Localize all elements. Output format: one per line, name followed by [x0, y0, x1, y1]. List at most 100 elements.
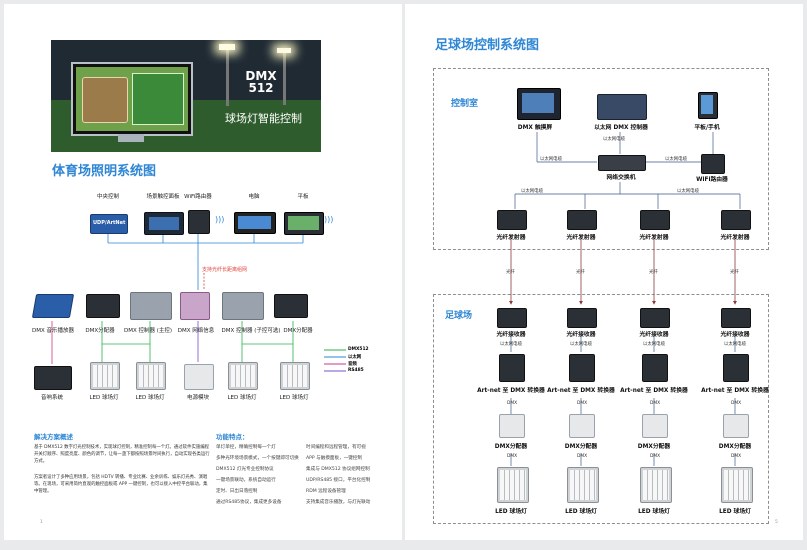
fiber-tx-device-4 [721, 210, 751, 230]
led-lamp-1 [90, 362, 120, 390]
router-label: WiFi路由器 [696, 177, 728, 183]
splitter-label-2: DMX分配器 [564, 444, 598, 450]
feature-item: 支持集成音乐播放，与灯光联动 [306, 500, 371, 505]
field-lamp-1 [497, 467, 529, 503]
lamp-label-1: LED 球场灯 [495, 509, 527, 515]
feature-item: 通过RS485协议，集成更多设备 [216, 500, 282, 505]
feature-item: 时间编程和远程管理，有可视 [306, 445, 366, 450]
dmx-touchscreen-device [517, 88, 561, 120]
features-column-2: 时间编程和远程管理，有可视 APP 与触摸面板，一键控制 集成与 DMX512 … [306, 444, 398, 510]
eth-cable-label-1: 以太网电缆 [603, 137, 625, 142]
mid-device-label-2: DMX 控制器 (主控) [123, 328, 173, 334]
fiber-rx-label-1: 光纤接收器 [496, 332, 526, 338]
mid-device-label-4: DMX 控制器 (子控可选) [221, 328, 281, 334]
fiber-rx-label-2: 光纤接收器 [566, 332, 596, 338]
bottom-device-label-3: 电源模块 [186, 395, 209, 401]
power-module-device [184, 364, 214, 390]
wifi-icon-1: ))) [215, 215, 225, 224]
wifi-router-device [188, 210, 210, 234]
top-device-label-2: WiFi路由器 [184, 194, 212, 200]
features-column-1: 单灯单控，精确控制每一个灯 多种光环境场景模式，一个按键即可切换 DMX512 … [216, 444, 308, 510]
eth-controller-label: 以太网 DMX 控制器 [594, 125, 648, 131]
splitter-label-4: DMX分配器 [718, 444, 752, 450]
network-switch-device [598, 155, 646, 171]
switch-label: 网络交换机 [606, 175, 636, 181]
feature-item: 集成与 DMX512 协议组网控制 [306, 467, 370, 472]
fiber-label-4: 光纤 [730, 270, 739, 275]
lamp-label-2: LED 球场灯 [565, 509, 597, 515]
dmx-splitter-device-1 [86, 294, 120, 318]
dmx-label-3: DMX [650, 401, 661, 406]
fiber-rx-device-3 [640, 308, 670, 328]
dmx-label-7: DMX [650, 454, 661, 459]
feature-item: 一键场景联动，系统自动运行 [216, 478, 276, 483]
field-lamp-4 [721, 467, 753, 503]
tablet-device [284, 212, 324, 235]
field-label: 足球场 [445, 311, 473, 321]
lamp-label-4: LED 球场灯 [719, 509, 751, 515]
solution-title: 解决方案概述 [34, 433, 73, 441]
field-lamp-2 [567, 467, 599, 503]
dmx-master-controller-device [130, 292, 172, 320]
converter-device-1 [499, 354, 525, 382]
dmx-label-2: DMX [577, 401, 588, 406]
fiber-label-3: 光纤 [649, 270, 658, 275]
central-control-device: UDP/ArtNet [90, 214, 128, 234]
eth-cable-label-7: 以太网电缆 [570, 342, 592, 347]
mid-device-label-1: DMX分配器 [85, 328, 115, 334]
converter-label-2: Art-net 至 DMX 转换器 [547, 388, 615, 394]
audio-system-device [34, 366, 72, 390]
feature-item: 定时、日出日落控制 [216, 489, 258, 494]
eth-cable-label-2: 以太网电缆 [540, 157, 562, 162]
solution-paragraph-1: 基于 DMX512 数字灯光控制技术，实现球灯控制，精准控制每一个灯。通过软件实… [34, 445, 210, 464]
fiber-label-2: 光纤 [576, 270, 585, 275]
fiber-label-1: 光纤 [506, 270, 515, 275]
converter-label-4: Art-net 至 DMX 转换器 [701, 388, 769, 394]
converter-device-2 [569, 354, 595, 382]
features-title: 功能特点： [216, 433, 249, 441]
splitter-label-3: DMX分配器 [637, 444, 671, 450]
fiber-rx-device-4 [721, 308, 751, 328]
fiber-rx-device-2 [567, 308, 597, 328]
bottom-device-label-1: LED 球场灯 [89, 395, 119, 401]
legend-label-2: 音频 [348, 362, 357, 367]
bottom-device-label-2: LED 球场灯 [135, 395, 165, 401]
top-device-label-4: 平板 [297, 194, 309, 200]
splitter-device-4 [723, 414, 749, 438]
right-page-title: 足球场控制系统图 [435, 38, 540, 53]
left-page: DMX 512 球场灯智能控制 体育场照明系统图 [4, 4, 402, 540]
top-device-label-1: 场景触控面板 [146, 194, 180, 200]
monitor-image [71, 62, 193, 136]
fiber-rx-label-4: 光纤接收器 [720, 332, 750, 338]
converter-label-1: Art-net 至 DMX 转换器 [477, 388, 545, 394]
fiber-tx-label-1: 光纤发射器 [496, 235, 526, 241]
eth-cable-label-5: 以太网电缆 [677, 189, 699, 194]
splitter-label-1: DMX分配器 [494, 444, 528, 450]
dmx-splitter-device-2 [274, 294, 308, 318]
led-lamp-4 [280, 362, 310, 390]
legend-label-0: DMX512 [348, 347, 369, 352]
tablet-phone-device [698, 92, 718, 119]
fiber-tx-label-4: 光纤发射器 [720, 235, 750, 241]
left-diagram-wires [51, 232, 346, 372]
dmx-sub-controller-device [222, 292, 264, 320]
control-room-zone [433, 68, 769, 250]
fiber-rx-device-1 [497, 308, 527, 328]
legend-label-1: 以太网 [348, 355, 362, 360]
top-device-label-0: 中央控制 [96, 194, 119, 200]
left-page-title: 体育场照明系统图 [52, 164, 157, 179]
dmx-network-device [180, 292, 210, 320]
dmx-logo: DMX 512 [245, 69, 277, 95]
hero-banner: DMX 512 球场灯智能控制 [51, 40, 321, 152]
dmx-label-1: DMX [507, 401, 518, 406]
bottom-device-label-5: LED 球场灯 [279, 395, 309, 401]
control-room-label: 控制室 [451, 99, 479, 109]
converter-device-4 [723, 354, 749, 382]
dmx-label-5: DMX [507, 454, 518, 459]
solution-paragraph-2: 方案者设计了多种应用场景，包括 HDTV 转播、专业比赛、业余训练、娱乐灯光秀、… [34, 475, 208, 494]
mid-device-label-5: DMX分配器 [283, 328, 313, 334]
splitter-device-2 [569, 414, 595, 438]
mid-device-label-0: DMX 音乐播放器 [32, 328, 74, 334]
converter-label-3: Art-net 至 DMX 转换器 [620, 388, 688, 394]
feature-item: RDM 远程设备管理 [306, 489, 346, 494]
